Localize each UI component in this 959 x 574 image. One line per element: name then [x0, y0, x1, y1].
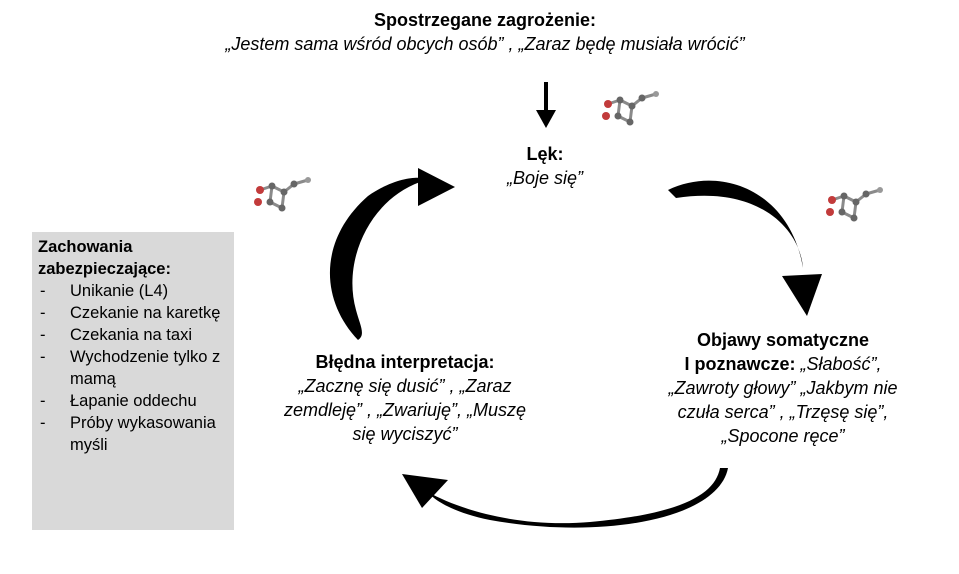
down-arrow — [536, 82, 556, 128]
symptoms-line: I poznawcze: „Słabość”, — [618, 352, 948, 376]
safety-list: Unikanie (L4) Czekanie na karetkę Czekan… — [38, 280, 228, 456]
molecule-icon — [602, 91, 659, 126]
anxiety-title: Lęk: — [526, 144, 564, 164]
misinterpretation-line: się wyciszyć” — [352, 424, 458, 444]
molecule-icon — [254, 177, 311, 212]
safety-title: zabezpieczające: — [38, 260, 171, 278]
safety-list-item: Czekanie na karetkę — [38, 302, 228, 324]
misinterpretation-line: „Zacznę się dusić” , „Zaraz — [298, 376, 512, 396]
misinterpretation-line: zemdleję” , „Zwariuję”, „Muszę — [283, 400, 527, 420]
arrow-objawy-to-bledna — [402, 468, 728, 528]
misinterpretation-block: Błędna interpretacja: „Zacznę się dusić”… — [230, 350, 580, 446]
symptoms-line: „Spocone ręce” — [721, 426, 845, 446]
symptoms-title: Objawy somatyczne — [696, 330, 870, 350]
safety-list-item: Łapanie oddechu — [38, 390, 228, 412]
arrow-bledna-to-lek — [329, 168, 455, 340]
molecule-icon — [826, 187, 883, 222]
misinterpretation-title: Błędna interpretacja: — [315, 352, 495, 372]
safety-list-item: Czekania na taxi — [38, 324, 228, 346]
safety-title: Zachowania — [38, 238, 133, 256]
threat-quote: „Jestem sama wśród obcych osób” , „Zaraz… — [225, 34, 745, 54]
symptoms-line: „Zawroty głowy” „Jakbym nie — [668, 378, 898, 398]
arrow-lek-to-objawy — [668, 180, 822, 316]
anxiety-quote: „Boje się” — [506, 168, 584, 188]
safety-list-item: Wychodzenie tylko z mamą — [38, 346, 228, 390]
safety-list-item: Unikanie (L4) — [38, 280, 228, 302]
symptoms-quote: „Słabość”, — [800, 354, 882, 374]
threat-block: Spostrzegane zagrożenie: „Jestem sama wś… — [150, 8, 820, 56]
symptoms-subtitle: I poznawcze: — [684, 354, 801, 374]
safety-list-item: Próby wykasowania myśli — [38, 412, 228, 456]
anxiety-block: Lęk: „Boje się” — [470, 142, 620, 190]
safety-behaviours-box: Zachowania zabezpieczające: Unikanie (L4… — [32, 232, 234, 530]
threat-title: Spostrzegane zagrożenie: — [373, 10, 597, 30]
symptoms-block: Objawy somatyczne I poznawcze: „Słabość”… — [618, 328, 948, 448]
symptoms-line: czuła serca” , „Trzęsę się”, — [677, 402, 889, 422]
